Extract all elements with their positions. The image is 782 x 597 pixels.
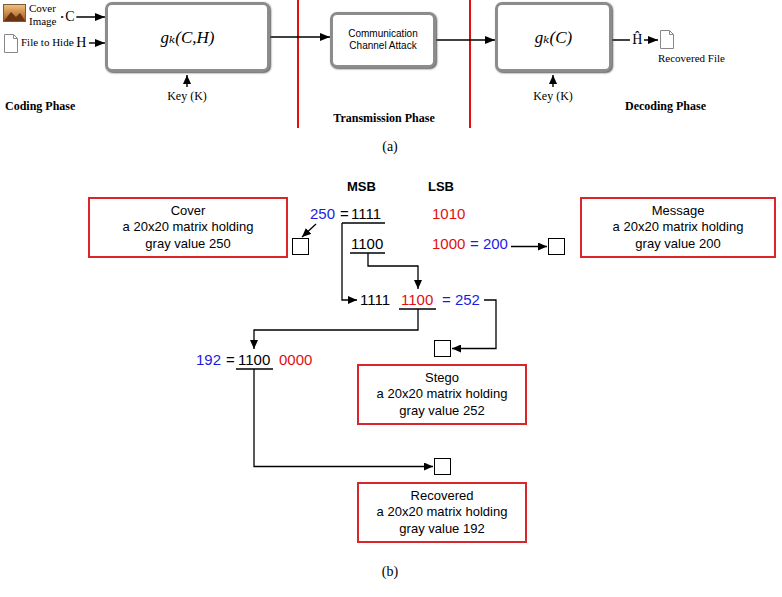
subfigure-caption: (a) <box>382 140 398 154</box>
file-icon <box>5 35 18 53</box>
bit-flow-arrow <box>302 224 316 237</box>
key-arrow <box>552 75 553 87</box>
cover-image-icon <box>4 5 26 22</box>
phase-label: Transmission Phase <box>333 112 434 124</box>
bit-flow-arrow <box>511 246 547 247</box>
matrix-box: Covera 20x20 matrix holding gray value 2… <box>88 197 288 258</box>
bit-string: 0000 <box>279 352 312 367</box>
matrix-title: Cover <box>171 203 206 219</box>
gray-value: = 252 <box>442 292 480 307</box>
phase-divider <box>297 0 299 128</box>
bit-flow-arrow <box>368 253 418 289</box>
matrix-description: a 20x20 matrix holding gray value 250 <box>118 219 258 252</box>
pixel-square <box>293 239 309 255</box>
bit-flow-arrow <box>342 223 357 300</box>
equals-sign: = <box>340 206 349 221</box>
bit-string: 1100 <box>351 236 383 251</box>
signal-label: H <box>74 36 88 50</box>
flow-arrow <box>270 36 330 37</box>
phase-divider <box>469 0 471 128</box>
cover-image-node: Cover Image <box>3 2 61 27</box>
bit-string: 1010 <box>432 206 465 221</box>
equals-sign: = <box>226 352 235 367</box>
file-caption: Cover Image <box>29 2 61 27</box>
bit-flow-arrow <box>452 300 496 349</box>
flow-arrow <box>436 39 495 40</box>
bit-string: 1000 <box>432 236 465 251</box>
phase-label: Decoding Phase <box>625 100 706 112</box>
pixel-square <box>435 459 451 475</box>
bit-string: 1111 <box>360 292 390 307</box>
matrix-title: Stego <box>425 370 459 386</box>
file-icon <box>661 31 674 49</box>
matrix-box: Messagea 20x20 matrix holding gray value… <box>580 197 776 258</box>
gray-value: = 200 <box>470 236 508 251</box>
gray-value: 250 <box>310 206 335 221</box>
signal-label: C <box>63 10 76 24</box>
matrix-description: a 20x20 matrix holding gray value 252 <box>372 386 512 419</box>
decoder-box: gₖ(C) <box>495 2 612 72</box>
bit-string: 1100 <box>401 292 433 307</box>
bit-string: 1111 <box>351 206 381 221</box>
process-label: Communication Channel Attack <box>337 28 429 52</box>
recovered-file-node: Recovered File <box>658 30 725 65</box>
matrix-box: Stegoa 20x20 matrix holding gray value 2… <box>357 364 527 425</box>
signal-label: Ĥ <box>630 33 644 47</box>
key-label: Key (K) <box>533 90 573 102</box>
key-arrow <box>186 75 187 87</box>
matrix-title: Message <box>652 203 705 219</box>
pixel-square <box>549 239 565 255</box>
file-caption: Recovered File <box>658 52 725 65</box>
encoder-box: gₖ(C,H) <box>105 2 270 72</box>
bit-flow-arrow <box>254 309 418 349</box>
function-label: gₖ(C) <box>535 27 572 48</box>
phase-label: Coding Phase <box>5 100 75 112</box>
file-caption: File to Hide <box>21 36 74 49</box>
matrix-description: a 20x20 matrix holding gray value 192 <box>372 504 512 537</box>
pixel-square <box>435 341 451 357</box>
matrix-title: Recovered <box>411 488 474 504</box>
bit-header: MSB <box>347 180 376 193</box>
gray-value: 192 <box>196 352 221 367</box>
channel-box: Communication Channel Attack <box>330 12 436 68</box>
function-label: gₖ(C,H) <box>161 27 215 48</box>
key-label: Key (K) <box>167 90 207 102</box>
hidden-file-node: File to Hide <box>3 36 74 49</box>
matrix-description: a 20x20 matrix holding gray value 200 <box>608 219 748 252</box>
matrix-box: Recovereda 20x20 matrix holding gray val… <box>357 482 527 543</box>
bit-header: LSB <box>428 180 454 193</box>
subfigure-caption: (b) <box>382 565 398 579</box>
bit-string: 1100 <box>238 352 270 367</box>
bit-underline <box>342 222 385 223</box>
